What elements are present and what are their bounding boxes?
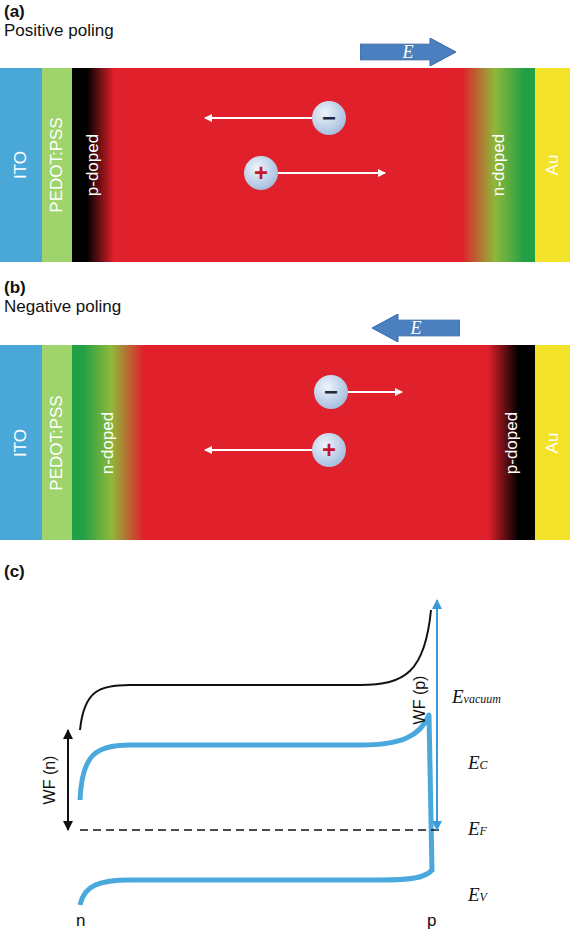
energy-level-label: EC bbox=[468, 752, 488, 774]
energy-level-label: Evacuum bbox=[452, 686, 501, 708]
panel-letter: (c) bbox=[4, 562, 25, 582]
work-function-label: WF (p) bbox=[411, 676, 429, 725]
n-doped-region: n-doped bbox=[462, 68, 535, 262]
conduction-band bbox=[80, 715, 432, 872]
layer-name: ITO bbox=[11, 428, 31, 456]
charge-sign: − bbox=[322, 106, 336, 130]
side-label: n bbox=[76, 911, 85, 931]
drift-arrow bbox=[348, 391, 402, 393]
gold-electrode: Au bbox=[535, 345, 570, 540]
layer-name: p-doped bbox=[502, 411, 522, 473]
field-arrow: E bbox=[372, 314, 460, 342]
charge-sign: + bbox=[254, 161, 268, 185]
panel-title: Negative poling bbox=[4, 297, 121, 317]
p-doped-region: p-doped bbox=[72, 68, 114, 262]
panel-title: Positive poling bbox=[4, 21, 114, 41]
n-doped-region: n-doped bbox=[72, 345, 144, 540]
drift-arrow bbox=[205, 449, 312, 451]
charge-sign: − bbox=[324, 380, 338, 404]
layer-name: p-doped bbox=[83, 134, 103, 196]
layer-name: n-doped bbox=[98, 411, 118, 473]
charge-carrier: + bbox=[244, 156, 278, 190]
work-function-label: WF (n) bbox=[41, 756, 59, 805]
pedot-layer: PEDOT:PSS bbox=[42, 345, 72, 540]
drift-arrow bbox=[205, 117, 312, 119]
field-arrow: E bbox=[360, 38, 456, 66]
vacuum-level bbox=[80, 610, 431, 730]
p-doped-region: p-doped bbox=[488, 345, 535, 540]
charge-carrier: − bbox=[314, 375, 348, 409]
fermi-level bbox=[80, 829, 440, 831]
field-symbol: E bbox=[403, 42, 414, 63]
layer-name: PEDOT:PSS bbox=[47, 395, 67, 490]
work-function-arrow bbox=[67, 730, 69, 830]
layer-name: n-doped bbox=[489, 134, 509, 196]
energy-level-label: EV bbox=[468, 884, 487, 906]
drift-arrow bbox=[278, 172, 385, 174]
charge-sign: + bbox=[322, 438, 336, 462]
block-arrow-outline bbox=[372, 314, 460, 342]
valence-band bbox=[80, 870, 432, 905]
block-arrow-outline bbox=[360, 38, 456, 66]
work-function-arrow bbox=[436, 600, 438, 830]
pedot-layer: PEDOT:PSS bbox=[42, 68, 72, 262]
panel-letter: (b) bbox=[4, 278, 26, 298]
layer-name: Au bbox=[543, 432, 563, 453]
active-layer bbox=[0, 68, 570, 262]
field-symbol: E bbox=[411, 318, 422, 339]
charge-carrier: + bbox=[312, 433, 346, 467]
layer-name: PEDOT:PSS bbox=[47, 117, 67, 212]
energy-level-label: EF bbox=[468, 818, 487, 840]
side-label: p bbox=[427, 911, 436, 931]
ito-layer: ITO bbox=[0, 345, 42, 540]
gold-electrode: Au bbox=[535, 68, 570, 262]
active-layer bbox=[0, 345, 570, 540]
layer-name: Au bbox=[543, 155, 563, 176]
layer-name: ITO bbox=[11, 151, 31, 179]
charge-carrier: − bbox=[312, 101, 346, 135]
panel-letter: (a) bbox=[4, 2, 25, 22]
ito-layer: ITO bbox=[0, 68, 42, 262]
